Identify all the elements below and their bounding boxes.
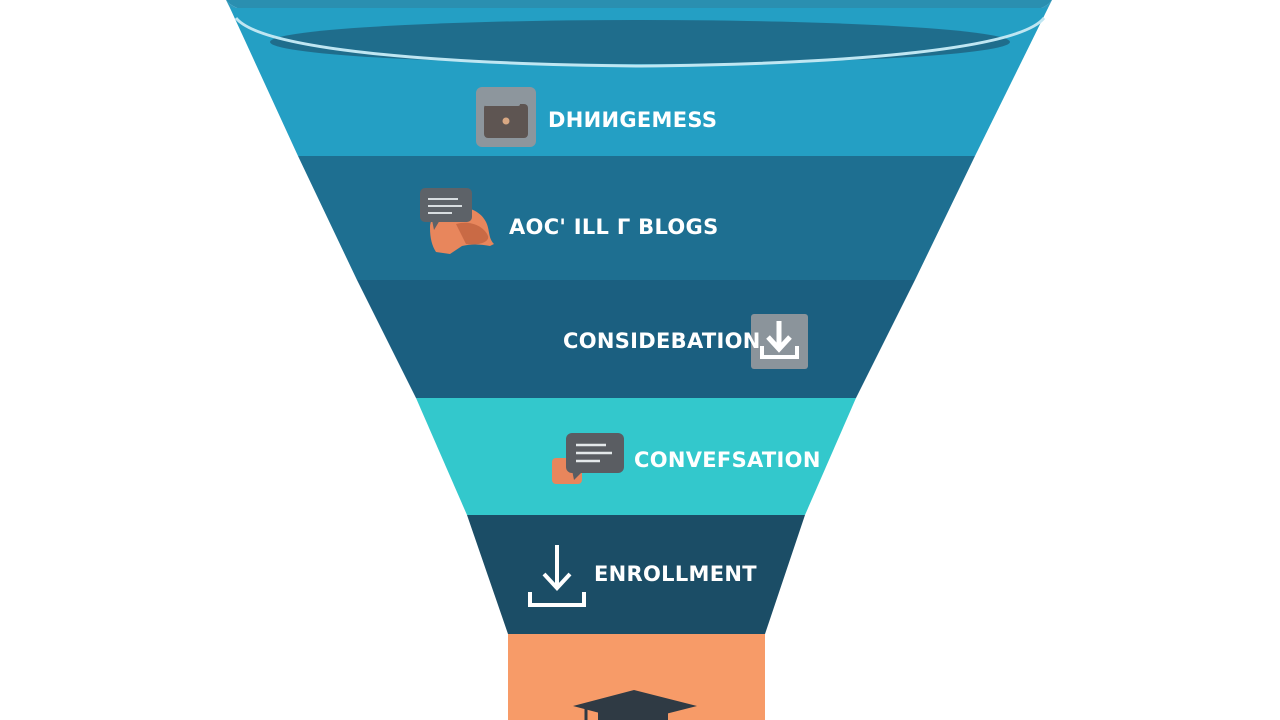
funnel-stage-4 [416,398,856,515]
person-chat-icon [420,188,494,254]
graduation-cap-icon [573,690,697,720]
funnel-rim-lip [234,17,1046,68]
stage-label-2: AOC' ILL Г BLOGS [509,215,719,239]
stage-label-4: CONVEFSATION [634,448,821,472]
stage-label-1: DНИИGEMESS [548,108,718,132]
download-arrow-icon [528,545,586,607]
wallet-icon [476,87,536,147]
download-box-icon [751,314,808,369]
funnel-rim-inner [270,20,1010,64]
stage-label-3: CONSIDEBATION [563,329,761,353]
funnel-stage-2 [298,156,975,280]
chat-bubble-icon [552,433,624,484]
stage-label-5: ENROLLMENT [594,562,757,586]
